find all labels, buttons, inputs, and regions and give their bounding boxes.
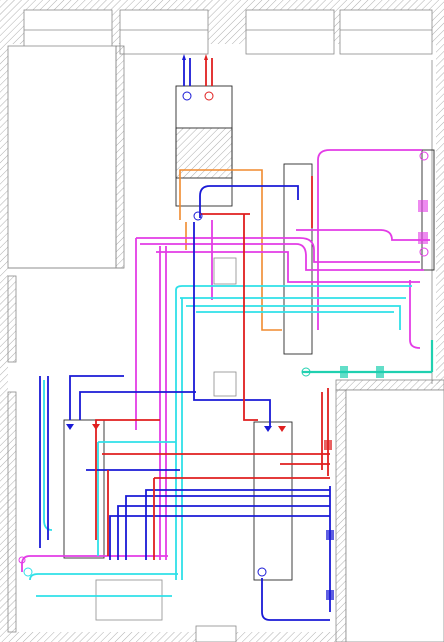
valve-red-right — [324, 440, 332, 450]
blue-bottom-c — [125, 495, 330, 560]
magenta-branch-b — [140, 243, 424, 271]
valve-blue-bottom — [257, 567, 267, 577]
valve-magenta-stack-2 — [418, 232, 428, 244]
valve-magenta-stack — [418, 200, 428, 212]
window-3 — [245, 9, 335, 55]
vertical-duct-1 — [283, 163, 313, 355]
right-room-lower — [345, 389, 444, 642]
blue-bottom-d — [145, 489, 330, 560]
window-2 — [119, 9, 209, 55]
pipes-blue — [39, 58, 331, 621]
valve-cyan-left — [23, 567, 33, 577]
valve-cyan-right — [301, 367, 311, 377]
valve-red-top — [204, 91, 214, 101]
vertical-duct-2 — [253, 421, 293, 581]
right-room-lower-wall-v — [335, 389, 347, 642]
bottom-wall-hatch — [8, 632, 336, 642]
red-left-1 — [95, 419, 160, 428]
left-room-stub2 — [7, 391, 17, 633]
left-room-upper — [7, 45, 117, 269]
valve-blue-right-2 — [326, 590, 334, 600]
valve-blue-ahu — [193, 211, 203, 221]
arrow-blue-top — [182, 54, 186, 60]
right-room-lower-wall — [335, 379, 444, 391]
orange-loop-top — [179, 169, 263, 220]
cyan-run-1 — [175, 285, 412, 291]
pipes-red — [95, 58, 330, 560]
arrow-blue-left — [66, 424, 74, 430]
right-wall-hatch-upper — [436, 44, 444, 384]
valve-magenta-left — [18, 556, 26, 564]
window-4 — [339, 9, 433, 55]
arrow-red-mid — [278, 426, 286, 432]
blue-vert-1 — [193, 222, 271, 426]
blue-supply-1 — [199, 185, 299, 218]
valve-magenta-right — [419, 151, 429, 161]
left-room-stub — [7, 275, 17, 363]
pipes-teal — [302, 340, 434, 374]
arrow-red-left — [92, 424, 100, 430]
magenta-main-1 — [317, 149, 422, 330]
left-room-upper-wall — [115, 45, 125, 269]
magenta-branch-c — [156, 251, 420, 283]
cyan-run-3 — [186, 305, 401, 330]
left-wall-hatch — [0, 44, 8, 642]
red-vert-1 — [243, 214, 258, 421]
blue-left-1 — [69, 375, 124, 420]
magenta-main-2 — [296, 229, 430, 241]
column-1 — [213, 257, 237, 285]
blue-left-2 — [79, 391, 196, 420]
arrow-blue-mid — [264, 426, 272, 432]
bottom-door — [195, 625, 237, 642]
magenta-branch-a — [136, 237, 420, 263]
pipes-cyan — [29, 285, 412, 597]
fittings — [18, 54, 429, 600]
pipes-magenta — [21, 149, 430, 572]
blue-loop-bottom — [261, 578, 330, 621]
cyan-left-long — [43, 380, 53, 531]
pump-teal-2 — [376, 366, 384, 378]
pump-teal-1 — [340, 366, 348, 378]
cyan-branch-low — [29, 573, 178, 581]
valve-blue-top — [182, 91, 192, 101]
column-2 — [213, 371, 237, 397]
valve-blue-right-1 — [326, 530, 334, 540]
fan-box-left — [63, 419, 105, 559]
blue-bottom-b — [117, 505, 330, 560]
room-box-bottom — [95, 579, 163, 621]
blue-bottom-a — [109, 515, 330, 560]
valve-magenta-right-2 — [419, 247, 429, 257]
arrow-red-top — [204, 54, 208, 60]
magenta-right-drop — [409, 280, 421, 349]
